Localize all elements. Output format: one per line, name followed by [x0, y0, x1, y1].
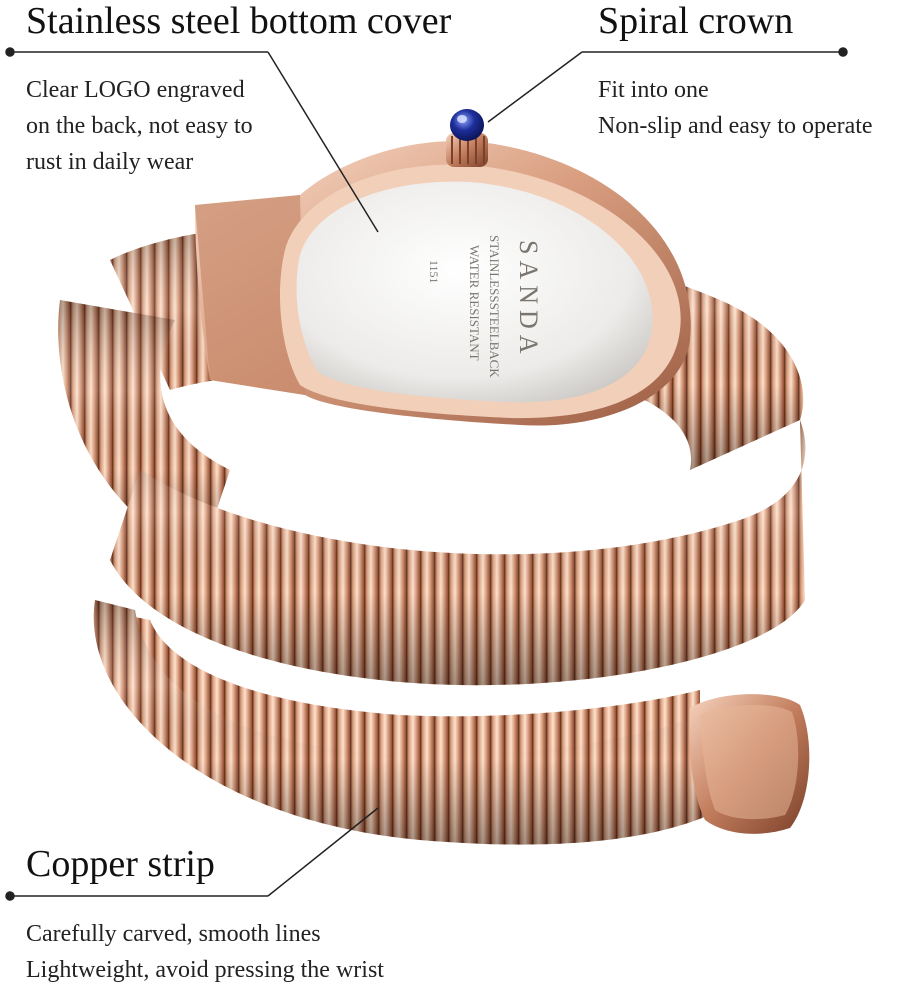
- crown-line-2: Non-slip and easy to operate: [598, 113, 873, 139]
- watch-case: [195, 141, 691, 426]
- strip-line-1: Carefully carved, smooth lines: [26, 921, 321, 947]
- middle-coil-front: [110, 420, 806, 686]
- lower-coil-front: [93, 600, 720, 845]
- caseback-engraving: STAINLESSSTEELBACK WATER RESISTANT 1151 …: [427, 235, 543, 378]
- crown-title: Spiral crown: [598, 0, 794, 42]
- leader-strip-diagonal: [267, 807, 379, 897]
- band-end-cap: [689, 694, 810, 834]
- caseback-line1: STAINLESSSTEELBACK: [487, 235, 502, 378]
- strip-description: Carefully carved, smooth lines Lightweig…: [26, 916, 384, 988]
- back-cover-line-2: on the back, not easy to: [26, 113, 253, 139]
- leader-crown-diagonal: [487, 51, 583, 123]
- strip-line-2: Lightweight, avoid pressing the wrist: [26, 957, 384, 983]
- leader-back-cover-diagonal: [267, 51, 379, 233]
- crown-description: Fit into one Non-slip and easy to operat…: [598, 72, 873, 144]
- crown-line-1: Fit into one: [598, 77, 709, 103]
- leader-lines: [5, 47, 848, 901]
- back-cover-line-1: Clear LOGO engraved: [26, 77, 245, 103]
- caseback-line2: WATER RESISTANT: [467, 245, 482, 361]
- back-cover-line-3: rust in daily wear: [26, 149, 194, 175]
- caseback-model: 1151: [427, 260, 441, 284]
- upper-coil-left: [58, 300, 231, 560]
- back-cover-description: Clear LOGO engraved on the back, not eas…: [26, 72, 253, 180]
- caseback-brand-logo: SANDA: [514, 240, 543, 360]
- strip-title: Copper strip: [26, 843, 215, 885]
- spiral-crown: [446, 109, 488, 167]
- back-cover-title: Stainless steel bottom cover: [26, 0, 452, 42]
- crown-gem-icon: [450, 109, 484, 141]
